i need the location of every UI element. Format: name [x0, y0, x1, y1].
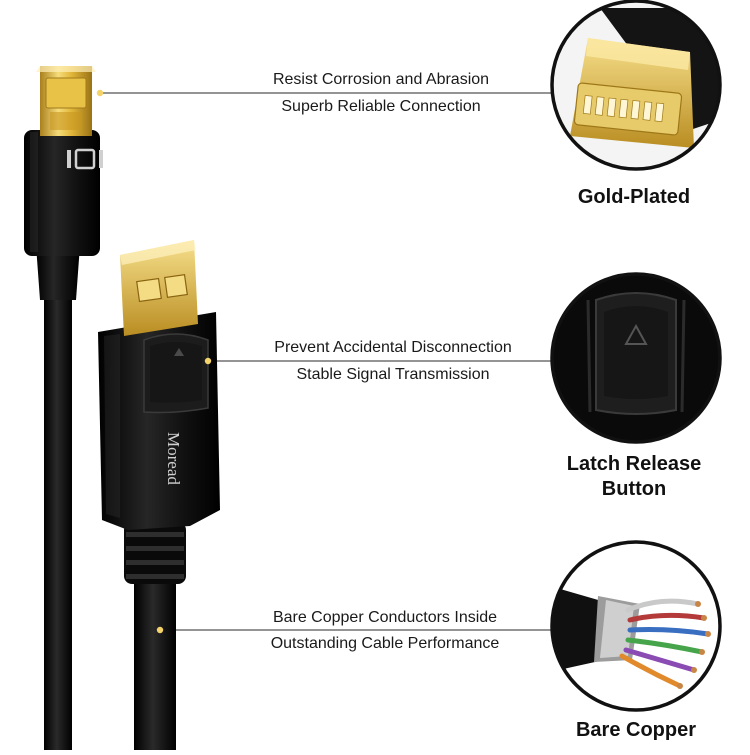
feature-gold-line2: Superb Reliable Connection — [281, 98, 481, 115]
caption-latch-line1: Latch Release — [566, 453, 702, 475]
copper-wires-closeup — [550, 540, 722, 712]
feature-latch-line2: Stable Signal Transmission — [296, 366, 490, 383]
feature-copper-line1: Bare Copper Conductors Inside — [272, 609, 498, 626]
displayport-icon — [67, 148, 103, 170]
mini-displayport-connector — [24, 66, 104, 750]
gold-plated-connector-closeup — [550, 0, 722, 171]
feature-copper-line2: Outstanding Cable Performance — [270, 635, 500, 652]
caption-latch-line2: Button — [601, 478, 667, 500]
latch-release-button-closeup — [550, 272, 722, 444]
feature-latch-line1: Prevent Accidental Disconnection — [274, 339, 512, 356]
brand-logo: Moread — [164, 432, 183, 485]
displayport-connector — [98, 240, 220, 750]
caption-bare-copper: Bare Copper — [575, 719, 697, 741]
feature-gold-line1: Resist Corrosion and Abrasion — [272, 71, 490, 88]
caption-gold-plated: Gold-Plated — [577, 186, 691, 208]
